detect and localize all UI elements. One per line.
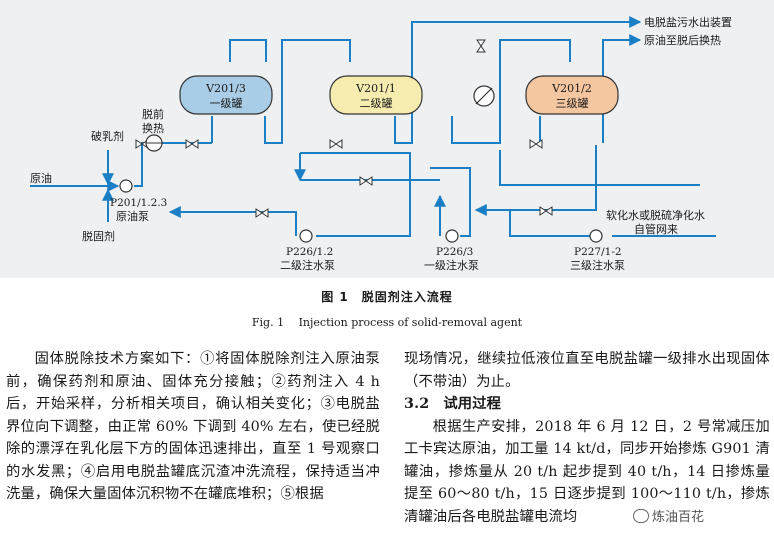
label-crude-pump-id: P201/1.2.3 [110,197,167,209]
tank-1: V201/3 一级罐 [179,75,273,115]
label-out-crude: 原油至脱后换热 [644,33,721,47]
valves [135,39,553,218]
label-desolidifier: 脱固剂 [82,229,115,243]
tank-1-id: V201/3 [205,82,246,95]
label-pump2-id: P226/1.2 [286,246,333,258]
process-flow-diagram: V201/3 一级罐 V201/1 二级罐 V201/2 三级罐 原油 破乳剂 … [0,0,774,278]
wechat-icon [633,509,649,523]
label-soft-water-1: 软化水或脱硫净化水 [606,208,705,222]
label-crude-pump: 原油泵 [116,209,149,223]
label-out-sewage: 电脱盐污水出装置 [644,15,732,29]
tank-2-name: 二级罐 [360,97,393,110]
section-number: 3.2 [404,396,430,412]
section-heading: 3.2 试用过程 [404,393,770,416]
right-paragraph-1: 现场情况，继续拉低液位直至电脱盐罐一级排水出现固体（不带油）为止。 [404,351,770,390]
tank-3-id: V201/2 [551,82,592,95]
tank-3-name: 三级罐 [556,97,589,110]
watermark-text: 炼油百花 [652,510,705,525]
flow-svg: V201/3 一级罐 V201/1 二级罐 V201/2 三级罐 原油 破乳剂 … [30,15,732,272]
flow-labels: 原油 破乳剂 脱固剂 脱前 换热 P201/1.2.3 原油泵 P226/1.2… [30,15,732,272]
figure-caption-zh: 图 1 脱固剂注入流程 [321,290,453,304]
left-column: 固体脱除技术方案如下：①将固体脱除剂注入原油泵前，确保药剂和原油、固体充分接触；… [6,348,380,506]
right-paragraph-2: 根据生产安排，2018 年 6 月 12 日，2 号常减压加工卡宾达原油，加工量… [404,418,770,525]
label-pump1-id: P226/3 [436,246,473,258]
tank-1-name: 一级罐 [210,97,243,110]
label-pump2: 二级注水泵 [280,258,335,272]
label-pump3-id: P227/1-2 [574,246,622,258]
label-preheat-2: 换热 [142,121,164,135]
label-demulsifier: 破乳剂 [91,129,124,143]
label-pump1: 一级注水泵 [424,258,479,272]
section-title: 试用过程 [443,396,502,412]
label-crude-oil: 原油 [30,171,52,185]
pumps [119,179,603,243]
tank-3: V201/2 三级罐 [525,75,619,115]
label-preheat-1: 脱前 [142,107,164,121]
left-paragraph: 固体脱除技术方案如下：①将固体脱除剂注入原油泵前，确保药剂和原油、固体充分接触；… [6,351,380,502]
label-pump3: 三级注水泵 [570,258,625,272]
label-soft-water-2: 自管网来 [634,222,678,236]
right-column: 现场情况，继续拉低液位直至电脱盐罐一级排水出现固体（不带油）为止。 3.2 试用过… [404,348,770,528]
watermark: 炼油百花 [630,505,708,526]
tank-2-id: V201/1 [355,82,396,95]
figure-caption-en: Fig. 1 Injection process of solid-remova… [251,316,523,329]
tank-2: V201/1 二级罐 [329,75,423,115]
